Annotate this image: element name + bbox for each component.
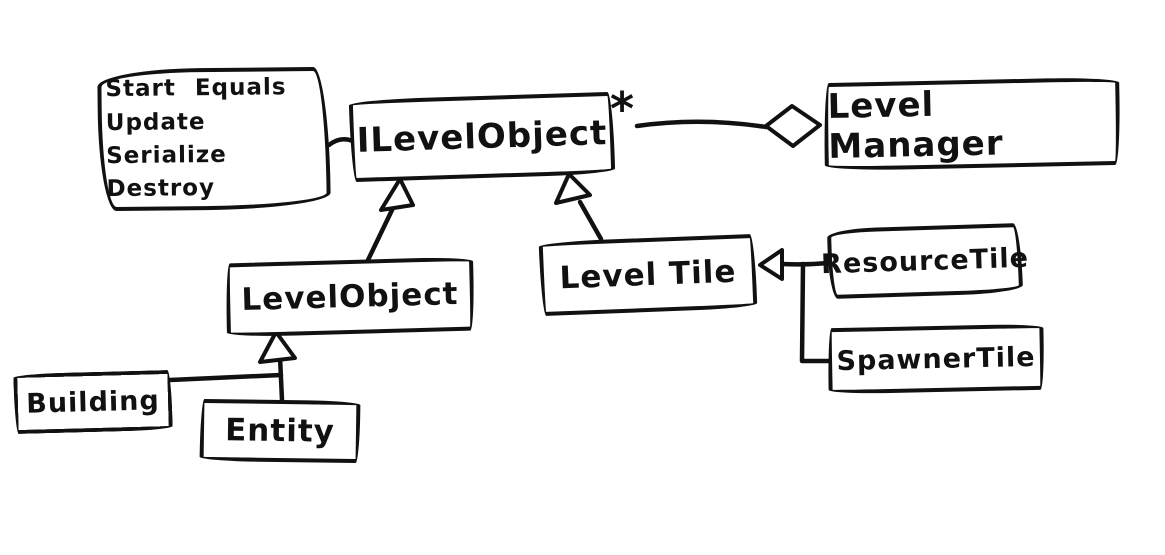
class-label-spawnertile: SpawnerTile	[836, 341, 1036, 377]
leveltile-inheritance-edge	[577, 199, 604, 242]
class-label-entity: Entity	[224, 412, 336, 450]
class-box-leveltile: Level Tile	[538, 233, 758, 317]
leveltile-left-arrowhead-icon	[758, 248, 784, 281]
note-text: Start Equals Update Serialize Destroy	[101, 71, 326, 207]
note-box-methods: Start Equals Update Serialize Destroy	[97, 66, 331, 212]
multiplicity-star: *	[610, 82, 635, 136]
note-line-3: Destroy	[106, 175, 216, 203]
class-box-ilevelobject: ILevelObject	[348, 91, 616, 183]
leveltile-inheritance-arrowhead-icon	[554, 172, 592, 205]
class-box-levelobject: LevelObject	[225, 256, 475, 338]
class-label-levelobject: LevelObject	[241, 275, 459, 319]
class-box-entity: Entity	[199, 398, 361, 464]
spawnertile-branch-edge	[799, 261, 832, 364]
resourcetile-inheritance-edge	[779, 260, 832, 267]
note-line-2: Update Serialize	[105, 108, 227, 170]
class-box-levelmanager: Level Manager	[823, 76, 1121, 172]
class-label-leveltile: Level Tile	[558, 253, 738, 297]
building-branch-edge	[167, 372, 284, 383]
note-line-1: Start Equals	[105, 74, 287, 103]
class-box-building: Building	[13, 369, 173, 435]
note-link-edge	[326, 136, 356, 148]
levelobject-inheritance-edge	[365, 205, 396, 263]
levelobject-inheritance-arrowhead-icon	[379, 177, 415, 212]
aggregation-edge	[634, 119, 769, 130]
class-box-resourcetile: ResourceTile	[821, 222, 1029, 300]
class-label-resourcetile: ResourceTile	[820, 242, 1030, 280]
class-box-spawnertile: SpawnerTile	[827, 323, 1045, 395]
class-label-levelmanager: Level Manager	[827, 84, 1004, 168]
aggregation-diamond-icon	[764, 104, 822, 148]
class-label-ilevelobject: ILevelObject	[356, 113, 608, 161]
levelobject-bottom-arrowhead-icon	[258, 330, 297, 364]
class-label-building: Building	[25, 384, 161, 420]
entity-inheritance-edge	[277, 354, 285, 403]
